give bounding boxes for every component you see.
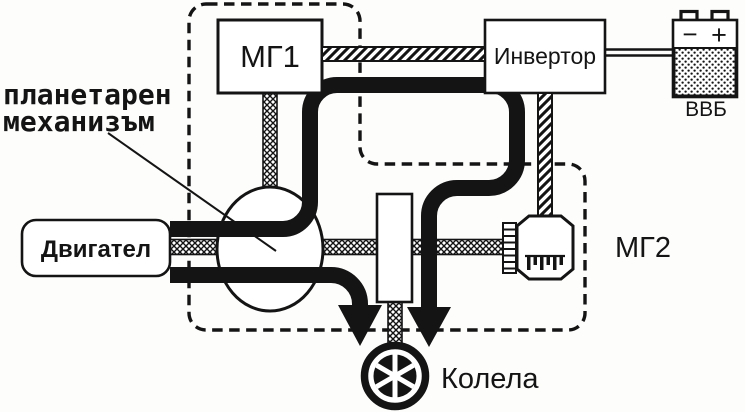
battery-cells: [673, 47, 737, 97]
wheels-label: Колела: [441, 363, 539, 395]
mg1-inverter-cable: [321, 46, 486, 62]
battery-plus-sign: +: [711, 20, 727, 50]
engine-shaft: [169, 238, 219, 256]
transaxle-dashed-outline: [187, 2, 587, 332]
wheel-shaft: [387, 299, 403, 347]
planetary-label-line2: механизъм: [3, 105, 155, 138]
mg2-motor-body: [515, 214, 575, 281]
mg1-label: МГ1: [240, 39, 300, 74]
inverter-mg2-cable: [537, 92, 553, 221]
wheel-hub: [390, 371, 400, 381]
battery-minus-sign: −: [682, 19, 697, 49]
mg1-shaft: [262, 92, 278, 191]
mg2-motor-icon: [502, 214, 575, 281]
engine-flow-arrowhead: [338, 305, 382, 346]
battery: − +: [605, 9, 739, 99]
mg2-gear-rack-teeth: [503, 228, 516, 270]
engine-label: Двигател: [41, 236, 151, 263]
battery-label: ВВБ: [685, 98, 727, 121]
mg2-commutator-bars: [527, 257, 563, 270]
engine-box: [20, 218, 172, 278]
inverter-label: Инвертор: [494, 43, 596, 69]
engine-power-path: [170, 267, 368, 312]
wheel-icon: [360, 341, 430, 411]
mg2-label: МГ2: [615, 232, 671, 264]
final-drive-block: [375, 192, 414, 304]
planetary-label-line1: планетарен: [3, 78, 172, 111]
electric-flow-arrowhead: [407, 307, 451, 347]
